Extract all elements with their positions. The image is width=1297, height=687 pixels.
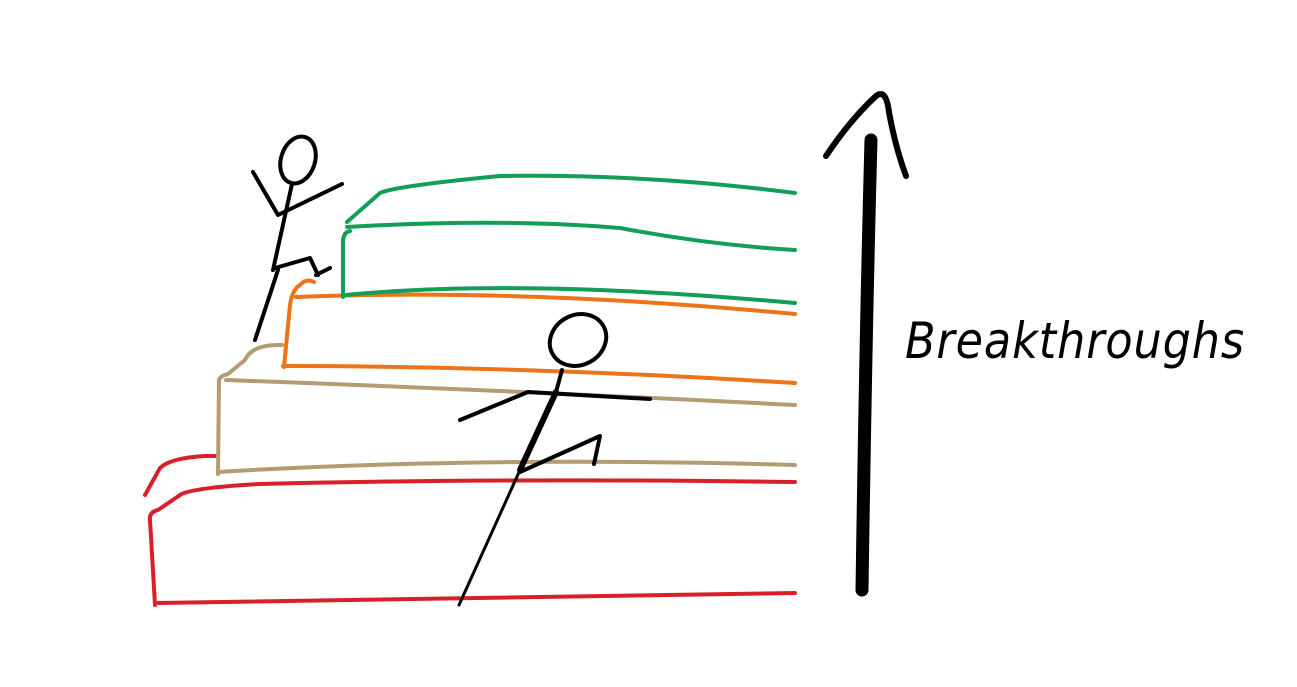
step-4-green: [341, 173, 797, 305]
stick-figure-top: [251, 134, 344, 342]
stick-figure-bottom: [457, 312, 652, 607]
step-1-red: [143, 454, 797, 607]
step-2-tan: [216, 342, 797, 476]
breakthroughs-label: Breakthroughs: [905, 312, 1245, 370]
upward-arrow-icon: [823, 91, 909, 597]
